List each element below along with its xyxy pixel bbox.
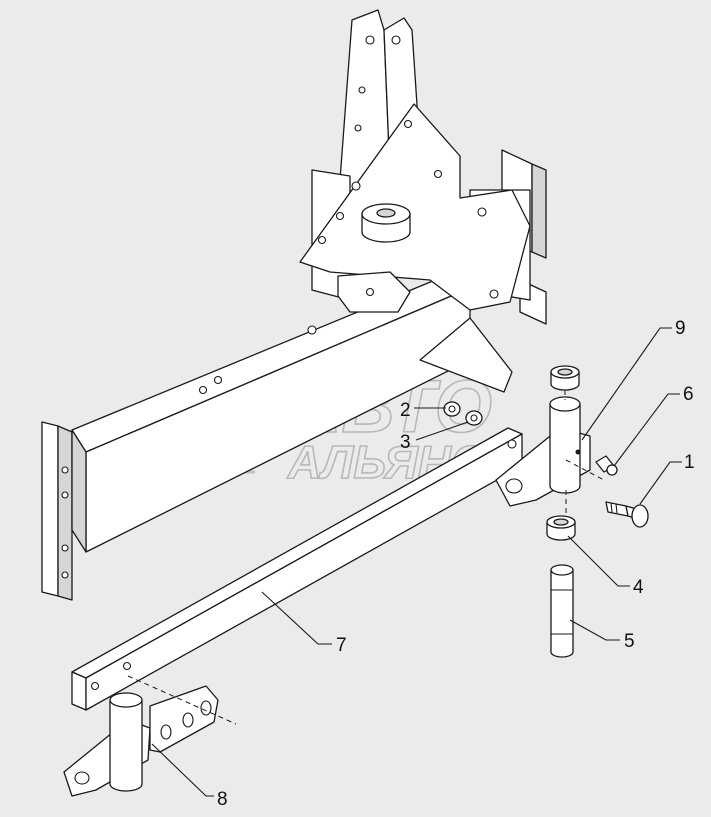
beam-hole — [213, 375, 223, 385]
gusset-hole — [351, 181, 361, 191]
leader-line-9 — [581, 327, 672, 441]
callout-2: 2 — [400, 400, 411, 421]
bolt-thread-line — [615, 503, 618, 514]
bracket-hole — [200, 700, 212, 716]
bolt-thread-line — [610, 502, 613, 513]
gusset-hole — [403, 119, 413, 129]
gusset-hole — [317, 235, 327, 245]
callout-9: 9 — [675, 318, 686, 339]
part-8-clevis-bracket — [63, 685, 219, 797]
plate-hole — [61, 544, 69, 552]
link-bar-end — [71, 671, 87, 711]
plate-hole — [61, 466, 69, 474]
callout-7: 7 — [336, 635, 347, 656]
diagonal-brace — [419, 317, 513, 393]
part-5-pin — [550, 564, 574, 658]
upper-bushing — [550, 365, 580, 391]
leader-line-4 — [567, 535, 630, 587]
frame-assembly — [41, 9, 547, 601]
triangular-gusset-plate — [299, 103, 531, 311]
leader-line-6 — [613, 393, 680, 467]
main-beam-end — [71, 429, 87, 553]
leader-line-3 — [415, 421, 469, 441]
fitting-nipple — [606, 464, 618, 476]
bracket-hole — [391, 35, 401, 45]
bolt-head — [631, 504, 649, 528]
part-4-bushing — [546, 515, 576, 541]
bracket-hole — [365, 35, 375, 45]
link-bar-hole — [122, 661, 132, 671]
part-3-washer — [465, 410, 483, 426]
nut-bore — [448, 405, 456, 413]
plate-hole — [61, 491, 69, 499]
gusset-hole — [477, 207, 487, 217]
leader-line-7 — [261, 591, 332, 645]
leader-line-1 — [639, 461, 682, 505]
beam-hole — [198, 385, 208, 395]
gusset-hole — [433, 169, 443, 179]
washer-bore — [470, 414, 478, 422]
leader-line-8 — [151, 743, 214, 797]
pin-top — [550, 564, 574, 576]
part-2-nut — [443, 401, 461, 417]
leader-line-5 — [569, 619, 620, 641]
callout-5: 5 — [624, 631, 635, 652]
gusset-hole — [489, 289, 499, 299]
pivot-boss — [361, 203, 411, 243]
bracket-hole — [74, 771, 90, 785]
axis-line — [127, 675, 237, 725]
link-bar-hole — [90, 681, 100, 691]
callout-4: 4 — [633, 577, 644, 598]
clevis-sleeve-top — [549, 396, 581, 412]
upper-bushing-bore — [557, 368, 573, 376]
beam-hole — [307, 325, 317, 335]
bracket-sleeve — [109, 699, 143, 792]
beam-end-plate — [41, 421, 59, 597]
bracket-hole — [358, 86, 366, 94]
right-end-plate-edge — [531, 163, 547, 259]
axis-line — [565, 459, 605, 481]
pin-body — [550, 569, 574, 658]
boss-center — [376, 208, 396, 218]
bracket-sleeve-top — [109, 692, 143, 708]
gusset-hole — [335, 211, 345, 221]
clevis-hole — [505, 478, 523, 494]
bracket-hole — [160, 724, 172, 740]
callout-6: 6 — [683, 384, 694, 405]
ear-hole — [365, 287, 375, 297]
callout-3: 3 — [400, 432, 411, 453]
callout-1: 1 — [684, 452, 695, 473]
bushing-bore — [553, 518, 569, 526]
bracket-hole — [182, 712, 194, 728]
clevis-bolt-hole — [575, 449, 581, 455]
clevis-sleeve — [549, 403, 581, 494]
callout-8: 8 — [217, 789, 228, 810]
plate-hole — [61, 571, 69, 579]
bracket-hole — [354, 124, 362, 132]
link-bar-hole — [507, 439, 517, 449]
part-9-clevis — [495, 396, 591, 507]
part-1-bolt — [605, 501, 649, 528]
